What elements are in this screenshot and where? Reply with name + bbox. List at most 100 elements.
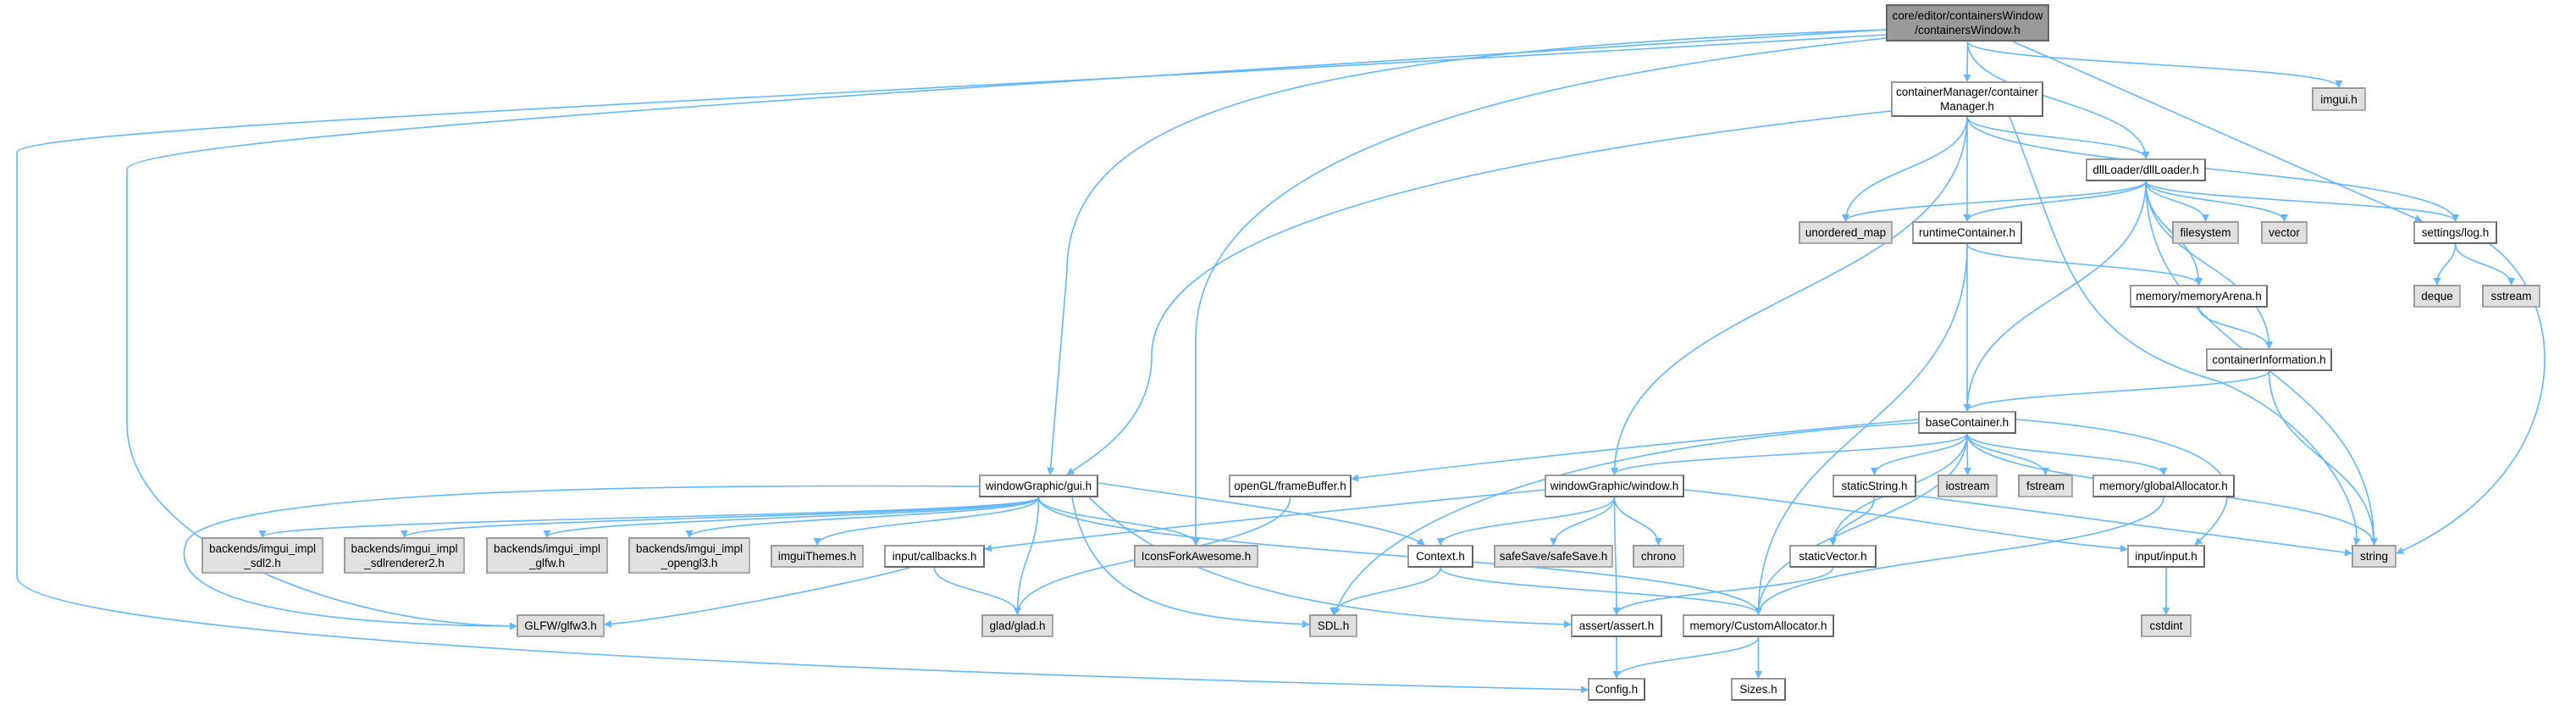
node-memory-arena[interactable]: memory/memoryArena.h <box>2130 285 2268 308</box>
edge-window-to-context <box>1436 497 1616 546</box>
node-gui[interactable]: windowGraphic/gui.h <box>979 475 1098 497</box>
edge-gui-to-glfw3 <box>183 485 980 630</box>
edge-dllLoader-to-runtimeContainer <box>1963 180 2147 222</box>
edge-dllLoader-to-vector <box>2145 180 2288 222</box>
edge-dllLoader-to-baseContainer <box>1963 180 2147 412</box>
edge-gui-to-opengl3 <box>685 497 1040 538</box>
node-deque: deque <box>2413 285 2461 308</box>
edge-baseContainer-to-fstream <box>1966 433 2049 475</box>
edge-containerManager-to-unordered_map <box>1842 116 1968 222</box>
node-glfw3: GLFW/glfw3.h <box>517 614 605 637</box>
edge-window-to-input <box>1683 489 2128 552</box>
edge-containerManager-to-dllLoader <box>1966 116 2150 159</box>
edge-staticVector-to-assert <box>1612 567 1834 615</box>
node-callbacks[interactable]: input/callbacks.h <box>884 545 985 568</box>
node-container-information[interactable]: containerInformation.h <box>2206 348 2332 371</box>
node-static-vector[interactable]: staticVector.h <box>1789 545 1877 568</box>
node-opengl3: backends/imgui_impl _opengl3.h <box>628 537 750 574</box>
edge-window-to-safeSave <box>1550 497 1616 546</box>
edge-gui-to-sdl2 <box>258 497 1040 538</box>
edge-baseContainer-to-window <box>1611 433 1968 475</box>
edge-context-to-customAllocator <box>1440 567 1762 615</box>
edge-window-to-chrono <box>1613 497 1662 546</box>
node-sizes[interactable]: Sizes.h <box>1731 678 1786 701</box>
edge-containerManager-to-window <box>1611 116 1968 475</box>
node-sdl2: backends/imgui_impl _sdl2.h <box>202 537 323 574</box>
edge-gui-to-assert <box>1088 497 1572 629</box>
edge-customAllocator-to-config <box>1612 636 1760 679</box>
edge-callbacks-to-glfw3 <box>604 567 910 628</box>
edge-log-to-deque <box>2433 243 2457 286</box>
edge-root-to-iconsForkAwesome <box>1191 37 1887 546</box>
edge-gui-to-sdlrenderer2 <box>401 497 1040 538</box>
edge-globalAllocator-to-customAllocator <box>1755 497 2164 615</box>
node-container-manager[interactable]: containerManager/container Manager.h <box>1891 81 2043 117</box>
edge-root-to-gui <box>1047 29 1887 475</box>
edge-baseContainer-to-sdl <box>1333 422 1919 615</box>
edge-containerManager-to-string <box>2009 116 2361 546</box>
node-base-container[interactable]: baseContainer.h <box>1918 411 2016 434</box>
node-root[interactable]: core/editor/containersWindow /containers… <box>1886 4 2049 42</box>
edge-staticString-to-staticVector <box>1829 497 1876 546</box>
edge-containerManager-to-gui <box>1066 110 1892 475</box>
node-glad: glad/glad.h <box>981 614 1053 637</box>
edge-baseContainer-to-frameBuffer <box>1351 419 1919 482</box>
node-cstdint: cstdint <box>2141 614 2192 637</box>
edge-root-to-log <box>2012 41 2423 222</box>
node-config[interactable]: Config.h <box>1588 678 1645 701</box>
node-imgui-themes: imguiThemes.h <box>771 545 864 568</box>
node-log[interactable]: settings/log.h <box>2413 221 2497 244</box>
node-chrono: chrono <box>1633 545 1684 568</box>
node-icons-fork-awesome: IconsForkAwesome.h <box>1134 545 1258 568</box>
node-dll-loader[interactable]: dllLoader/dllLoader.h <box>2086 158 2206 181</box>
node-input[interactable]: input/input.h <box>2127 545 2205 568</box>
node-unordered-map: unordered_map <box>1799 221 1893 244</box>
edge-window-to-assert <box>1612 497 1621 615</box>
node-context[interactable]: Context.h <box>1407 545 1473 568</box>
edge-callbacks-to-glad <box>933 567 1021 615</box>
node-sdlrenderer2: backends/imgui_impl _sdlrenderer2.h <box>344 537 465 574</box>
edge-root-to-config <box>16 34 1887 694</box>
edge-gui-to-imguiThemes <box>813 497 1040 546</box>
edge-gui-to-glfw <box>543 497 1040 538</box>
edge-dllLoader-to-containerInformation <box>2145 180 2273 349</box>
edge-gui-to-glad <box>1014 497 1040 615</box>
node-vector: vector <box>2261 221 2308 244</box>
node-runtime-container[interactable]: runtimeContainer.h <box>1912 221 2022 244</box>
node-window[interactable]: windowGraphic/window.h <box>1545 475 1684 497</box>
edge-dllLoader-to-filesystem <box>2145 180 2209 222</box>
node-string: string <box>2352 545 2396 568</box>
node-glfw: backends/imgui_impl _glfw.h <box>486 537 608 574</box>
edge-memoryArena-to-containerInformation <box>2197 307 2273 349</box>
edge-root-to-dllLoader <box>1966 41 2150 159</box>
node-iostream: iostream <box>1938 475 1998 497</box>
node-assert[interactable]: assert/assert.h <box>1571 614 1662 637</box>
edge-gui-to-context <box>1097 482 1425 546</box>
node-frame-buffer[interactable]: openGL/frameBuffer.h <box>1229 475 1352 497</box>
edge-dllLoader-to-unordered_map <box>1842 180 2147 222</box>
node-safe-save: safeSave/safeSave.h <box>1494 545 1613 568</box>
node-imgui: imgui.h <box>2312 87 2366 111</box>
node-fstream: fstream <box>2018 475 2073 497</box>
node-static-string[interactable]: staticString.h <box>1832 475 1916 497</box>
edge-containerInformation-to-baseContainer <box>1963 370 2270 412</box>
edge-dllLoader-to-log <box>2145 180 2459 222</box>
edge-baseContainer-to-globalAllocator <box>1966 433 2168 475</box>
edge-containerManager-to-log <box>1966 116 2459 222</box>
node-custom-allocator[interactable]: memory/CustomAllocator.h <box>1683 614 1834 637</box>
node-sstream: sstream <box>2482 285 2540 308</box>
edge-runtimeContainer-to-customAllocator <box>1755 243 1968 615</box>
edge-baseContainer-to-customAllocator <box>1755 433 1968 615</box>
edge-window-to-callbacks <box>984 489 1545 552</box>
edge-baseContainer-to-staticString <box>1871 433 1968 475</box>
edge-context-to-sdl <box>1329 567 1441 615</box>
edge-root-to-containerManager <box>1963 41 1971 82</box>
node-sdl: SDL.h <box>1309 614 1357 637</box>
node-filesystem: filesystem <box>2172 221 2239 244</box>
edge-runtimeContainer-to-memoryArena <box>1966 243 2203 286</box>
edge-log-to-string <box>2396 243 2546 554</box>
edge-staticString-to-string <box>1915 495 2352 557</box>
node-global-allocator[interactable]: memory/globalAllocator.h <box>2092 475 2235 497</box>
